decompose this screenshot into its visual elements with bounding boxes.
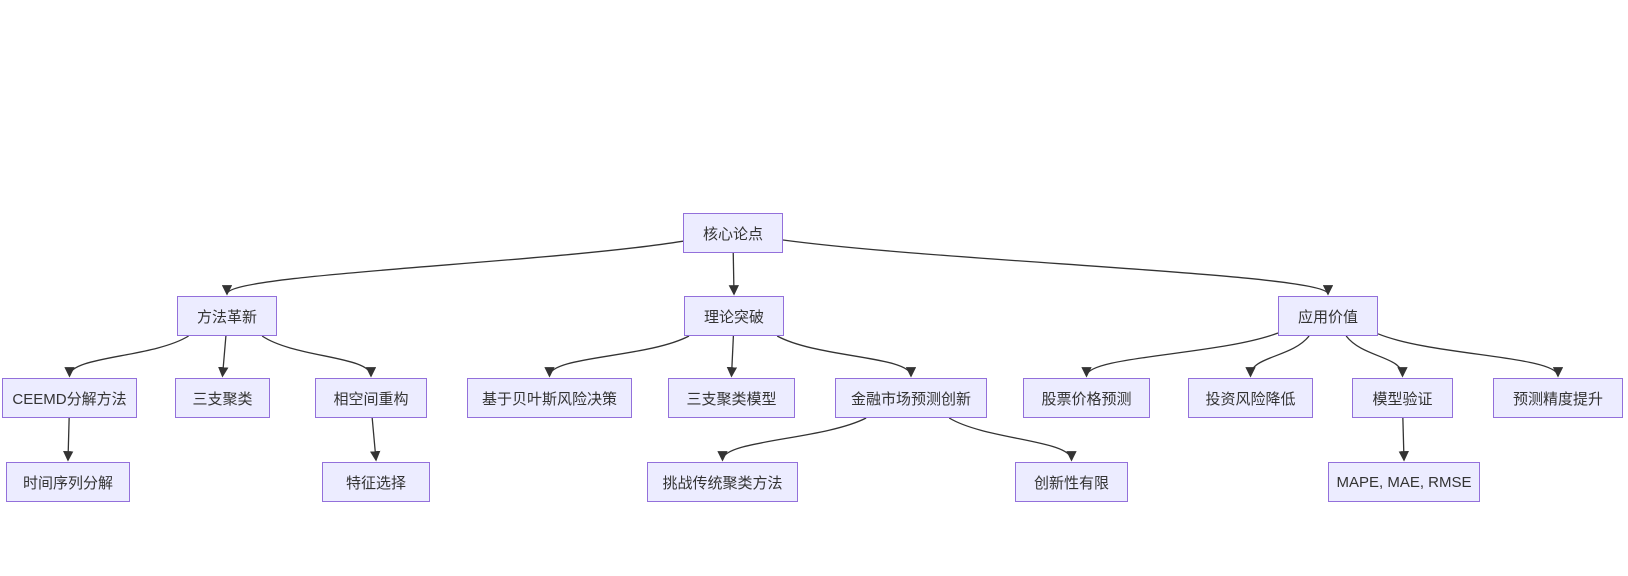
- diagram-node-prediction-accuracy-improvement: 预测精度提升: [1493, 378, 1623, 418]
- diagram-node-challenge-traditional-clustering: 挑战传统聚类方法: [647, 462, 798, 502]
- diagram-node-three-way-clustering-model: 三支聚类模型: [668, 378, 795, 418]
- diagram-node-ceemd-method: CEEMD分解方法: [2, 378, 137, 418]
- node-label: 金融市场预测创新: [850, 390, 971, 408]
- diagram-node-financial-market-prediction-innovation: 金融市场预测创新: [835, 378, 987, 418]
- node-label: 三支聚类模型: [686, 390, 777, 408]
- diagram-node-stock-price-prediction: 股票价格预测: [1023, 378, 1150, 418]
- node-label: 股票价格预测: [1041, 390, 1132, 408]
- diagram-node-limited-innovation: 创新性有限: [1015, 462, 1128, 502]
- diagram-node-theory-breakthrough: 理论突破: [684, 296, 784, 336]
- node-label: 基于贝叶斯风险决策: [481, 390, 617, 408]
- node-label: 特征选择: [345, 474, 406, 492]
- diagram-node-mape-mae-rmse: MAPE, MAE, RMSE: [1328, 462, 1480, 502]
- edge-core-thesis--application-value: [782, 239, 1334, 296]
- diagram-node-application-value: 应用价值: [1278, 296, 1378, 336]
- edge-theory-breakthrough--financial-market-prediction-innovation: [776, 335, 917, 378]
- diagram-node-time-series-decomposition: 时间序列分解: [6, 462, 130, 502]
- node-label: 应用价值: [1297, 308, 1358, 326]
- diagram-node-three-way-clustering: 三支聚类: [175, 378, 270, 418]
- diagram-node-model-validation: 模型验证: [1352, 378, 1453, 418]
- edge-application-value--model-validation: [1345, 335, 1408, 378]
- node-label: 模型验证: [1372, 390, 1433, 408]
- edge-model-validation--mape-mae-rmse: [1398, 417, 1409, 462]
- diagram-node-phase-space-reconstruction: 相空间重构: [315, 378, 427, 418]
- node-label: MAPE, MAE, RMSE: [1336, 473, 1472, 491]
- node-label: 相空间重构: [333, 390, 409, 408]
- edge-application-value--investment-risk-reduction: [1245, 335, 1310, 378]
- edge-core-thesis--method-innovation: [221, 240, 684, 296]
- node-label: 创新性有限: [1033, 474, 1109, 492]
- edge-method-innovation--phase-space-reconstruction: [261, 335, 377, 378]
- diagram-node-feature-selection: 特征选择: [322, 462, 430, 502]
- node-label: 投资风险降低: [1205, 390, 1296, 408]
- diagram-node-bayesian-risk-decision: 基于贝叶斯风险决策: [467, 378, 632, 418]
- node-label: 三支聚类: [192, 390, 253, 408]
- node-label: 核心论点: [702, 225, 763, 243]
- edge-financial-market-prediction-innovation--challenge-traditional-clustering: [717, 417, 867, 462]
- diagram-node-core-thesis: 核心论点: [683, 213, 783, 253]
- edge-method-innovation--three-way-clustering: [218, 335, 229, 378]
- edge-theory-breakthrough--three-way-clustering-model: [726, 335, 738, 378]
- node-label: 时间序列分解: [22, 474, 113, 492]
- edge-theory-breakthrough--bayesian-risk-decision: [544, 335, 690, 378]
- edge-ceemd-method--time-series-decomposition: [63, 417, 74, 462]
- node-label: 方法革新: [196, 308, 257, 326]
- node-label: CEEMD分解方法: [12, 390, 127, 408]
- diagram-node-method-innovation: 方法革新: [177, 296, 277, 336]
- edge-phase-space-reconstruction--feature-selection: [370, 417, 381, 462]
- node-label: 挑战传统聚类方法: [662, 474, 783, 492]
- edge-application-value--prediction-accuracy-improvement: [1377, 333, 1564, 378]
- edges-group: [63, 239, 1564, 462]
- edge-method-innovation--ceemd-method: [64, 335, 189, 378]
- edge-financial-market-prediction-innovation--limited-innovation: [948, 417, 1077, 462]
- edge-application-value--stock-price-prediction: [1081, 332, 1279, 378]
- edge-core-thesis--theory-breakthrough: [728, 252, 740, 296]
- node-label: 预测精度提升: [1512, 390, 1603, 408]
- diagram-node-investment-risk-reduction: 投资风险降低: [1188, 378, 1313, 418]
- node-label: 理论突破: [703, 308, 764, 326]
